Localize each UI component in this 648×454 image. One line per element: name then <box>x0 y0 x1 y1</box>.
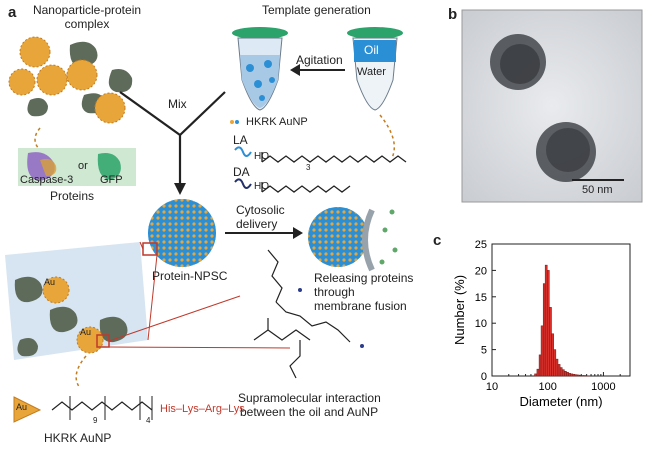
oil-label: Oil <box>364 43 379 57</box>
supramolecular-structure <box>253 249 351 379</box>
histogram-bar <box>572 374 576 377</box>
hkrk-legend-label: HKRK AuNP <box>246 116 308 128</box>
zoom-au-label-1: Au <box>44 277 56 287</box>
scale-bar-label: 50 nm <box>582 184 613 196</box>
mix-arrows <box>119 91 226 185</box>
panel-label-a: a <box>8 4 17 21</box>
agitation-arrowhead <box>290 64 300 76</box>
histogram-bar <box>578 374 582 377</box>
y-axis-label: Number (%) <box>452 275 467 345</box>
peptide-sequence: His–Lys–Arg–Lys <box>160 403 245 415</box>
histogram-bar <box>555 358 559 377</box>
x-tick-label: 100 <box>539 381 557 393</box>
np-protein-cluster <box>8 36 133 124</box>
caspase-label: Caspase-3 <box>20 174 74 186</box>
la-ho-label: HO <box>254 151 269 162</box>
template-tubes <box>232 27 403 111</box>
hkrk-aunp-title: HKRK AuNP <box>44 431 112 445</box>
supramolecular-label-line2: between the oil and AuNP <box>240 405 379 419</box>
histogram-bar <box>542 283 546 377</box>
histogram-bar <box>546 270 550 377</box>
agitation-label: Agitation <box>296 53 343 67</box>
la-label: LA <box>233 133 248 147</box>
histogram-bar <box>538 354 542 377</box>
release-label-line2: through <box>314 285 355 299</box>
histogram-bar <box>559 367 563 377</box>
mix-label: Mix <box>168 97 187 111</box>
cytosolic-label-line1: Cytosolic <box>236 203 285 217</box>
histogram-bars <box>534 264 591 377</box>
histogram-bar <box>576 374 580 377</box>
hkrk-subscript-9: 9 <box>93 416 98 425</box>
release-label-line3: membrane fusion <box>314 299 407 313</box>
da-label: DA <box>233 165 250 179</box>
or-label: or <box>78 160 88 172</box>
fatty-acid-structures <box>261 152 407 193</box>
proteins-label: Proteins <box>50 189 95 203</box>
y-tick-label: 15 <box>475 292 487 304</box>
hkrk-subscript-4: 4 <box>146 416 151 425</box>
histogram-bar <box>574 374 578 377</box>
histogram-bar <box>566 372 569 377</box>
histogram-bar <box>568 373 571 377</box>
y-tick-label: 25 <box>475 239 487 251</box>
histogram-bar <box>581 375 584 377</box>
histogram-bar <box>557 364 561 377</box>
zoom-au-label-2: Au <box>80 327 92 337</box>
la-subscript: 3 <box>306 163 311 172</box>
panel-label-b: b <box>448 6 458 23</box>
release-label-line1: Releasing proteins <box>314 271 414 285</box>
y-tick-label: 0 <box>481 371 487 383</box>
histogram-bar <box>583 375 586 377</box>
y-tick-label: 10 <box>475 318 487 330</box>
npsc-label: Protein-NPSC <box>152 269 228 283</box>
aunp-wedge <box>13 396 42 423</box>
histogram-bar <box>551 333 554 377</box>
protein-dashed-arrow <box>34 127 41 151</box>
supramolecular-label-line1: Supramolecular interaction <box>238 391 381 405</box>
histogram-bar <box>564 370 567 377</box>
cell-membrane <box>362 208 375 272</box>
y-tick-label: 5 <box>481 345 487 357</box>
x-axis-label: Diameter (nm) <box>519 394 602 409</box>
histogram-bar <box>549 307 552 377</box>
x-tick-label: 1000 <box>591 381 615 393</box>
histogram-bar <box>540 325 544 377</box>
histogram-bar <box>534 373 538 377</box>
zoom-content <box>14 276 128 357</box>
cytosolic-label-line2: delivery <box>236 217 278 231</box>
np-complex-label-line1: Nanoparticle-protein <box>32 3 142 17</box>
plot-frame <box>491 243 631 377</box>
x-tick-label: 10 <box>486 381 498 393</box>
histogram-bar <box>553 349 557 377</box>
hkrk-au-symbol: Au <box>16 402 28 412</box>
da-ho-label: HO <box>254 181 269 192</box>
histogram-bar <box>536 368 540 377</box>
template-generation-label: Template generation <box>262 3 371 17</box>
histogram-bar <box>544 264 548 377</box>
histogram-bar <box>561 369 565 377</box>
gfp-label: GFP <box>100 174 123 186</box>
histogram-bar <box>570 373 574 377</box>
panel-label-c: c <box>433 232 442 249</box>
tube-dashed-arrow <box>379 114 395 159</box>
np-complex-label-line2: complex <box>64 17 110 31</box>
y-tick-label: 20 <box>475 265 487 277</box>
water-label: Water <box>357 66 386 78</box>
